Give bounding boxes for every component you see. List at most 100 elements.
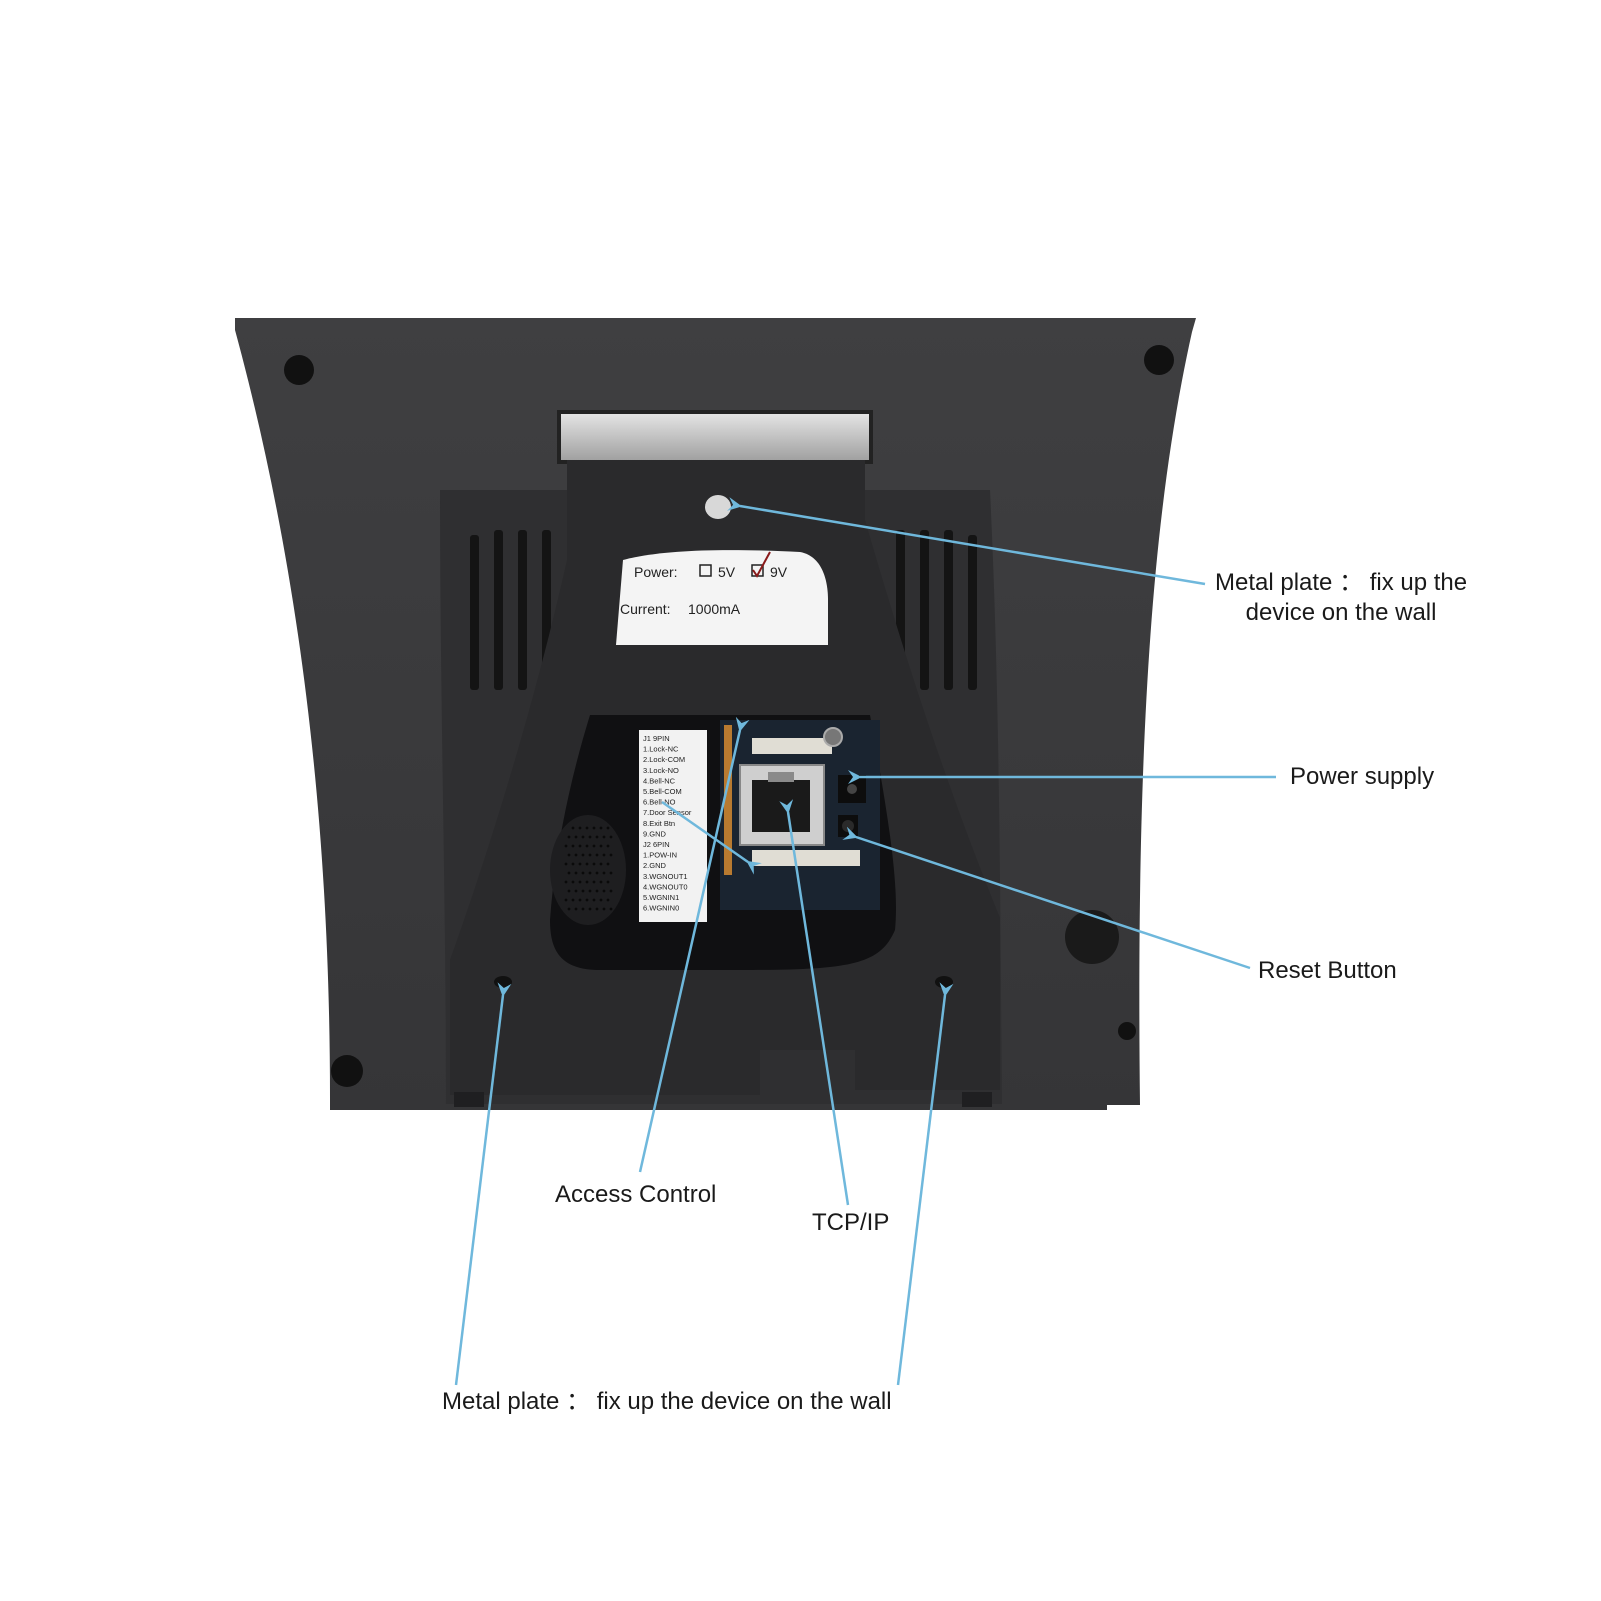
grille-dot <box>595 853 599 857</box>
grille-dot <box>599 826 603 830</box>
pin-label-line: 2.GND <box>643 861 667 870</box>
pin-label-line: 6.Bell-NO <box>643 798 676 807</box>
grille-dot <box>571 862 575 866</box>
callout-reset-button: Reset Button <box>1258 957 1397 984</box>
pin-label-line: 4.Bell-NC <box>643 776 676 785</box>
grille-dot <box>606 862 610 866</box>
grille-dot <box>567 889 571 893</box>
sticker-5v-label: 5V <box>718 564 736 580</box>
pin-label-line: 5.WGNIN1 <box>643 893 679 902</box>
grille-dot <box>588 835 592 839</box>
grille-dot <box>588 889 592 893</box>
callout-tcp-ip: TCP/IP <box>812 1209 890 1236</box>
screw-hole-bottom-left <box>331 1055 363 1087</box>
grille-dot <box>592 880 596 884</box>
grille-dot <box>581 907 585 911</box>
grille-dot <box>571 826 575 830</box>
pin-label-line: 1.POW-IN <box>643 851 677 860</box>
grille-dot <box>574 871 578 875</box>
grille-dot <box>578 898 582 902</box>
grille-dot <box>595 871 599 875</box>
grille-dot <box>564 898 568 902</box>
grille-dot <box>599 844 603 848</box>
pin-label-line: 9.GND <box>643 829 667 838</box>
bracket-hole-bottom-right <box>935 976 953 988</box>
grille-dot <box>571 844 575 848</box>
grille-dot <box>574 835 578 839</box>
power-sticker <box>616 550 828 645</box>
grille-dot <box>595 889 599 893</box>
grille-dot <box>592 844 596 848</box>
grille-dot <box>578 826 582 830</box>
grille-dot <box>567 835 571 839</box>
grille-dot <box>606 898 610 902</box>
grille-dot <box>592 826 596 830</box>
pin-label-line: 4.WGNOUT0 <box>643 882 688 891</box>
grille-dot <box>609 907 613 911</box>
grille-dot <box>578 880 582 884</box>
grille-dot <box>578 862 582 866</box>
grille-dot <box>588 853 592 857</box>
bracket-foot-left <box>454 1092 484 1107</box>
power-jack-pin <box>847 784 857 794</box>
access-connector-top <box>752 738 832 754</box>
grille-dot <box>574 853 578 857</box>
screw-holes <box>284 345 1174 1087</box>
grille-dot <box>609 889 613 893</box>
checkbox-5v <box>699 564 712 577</box>
grille-dot <box>564 862 568 866</box>
grille-dot <box>602 889 606 893</box>
leader-access-1 <box>638 716 750 1173</box>
bracket-hole-bottom-left <box>494 976 512 988</box>
capacitor <box>823 727 843 747</box>
access-connector-bottom <box>752 850 860 866</box>
rj45-latch <box>768 772 794 782</box>
side-hole-right <box>1065 910 1119 964</box>
grille-dot <box>585 880 589 884</box>
rj45-socket <box>752 780 810 832</box>
grille-dot <box>581 871 585 875</box>
grille-dot <box>599 862 603 866</box>
screw-hole-top-right <box>1144 345 1174 375</box>
grille-dot <box>585 826 589 830</box>
grille-dot <box>585 844 589 848</box>
checkmark-9v <box>752 551 771 578</box>
pin-label-line: 6.WGNIN0 <box>643 904 679 913</box>
screw-hole-top-left <box>284 355 314 385</box>
leader-access-2 <box>661 800 762 875</box>
bracket-hole-top <box>705 495 731 519</box>
grille-dot <box>609 835 613 839</box>
grille-dot <box>567 907 571 911</box>
grille-dot <box>588 907 592 911</box>
grille-dot <box>581 835 585 839</box>
leader-tcp <box>779 799 850 1206</box>
callout-power-supply: Power supply <box>1290 763 1435 790</box>
grille-dot <box>599 880 603 884</box>
grille-dot <box>592 898 596 902</box>
sticker-current-label: Current: <box>620 601 671 617</box>
callout-metal-plate-top: Metal plate ： fix up the device on the w… <box>1215 568 1467 628</box>
pin-label-line: 2.Lock-COM <box>643 755 685 764</box>
pin-label-line: 1.Lock-NC <box>643 745 679 754</box>
speaker-grille <box>550 815 626 925</box>
sticker-current-value: 1000mA <box>688 601 741 617</box>
reset-button-cap <box>842 820 854 832</box>
pin-label-line: 8.Exit Btn <box>643 819 675 828</box>
pcb-strip <box>724 725 732 875</box>
callout-metal-plate-top-line1: Metal plate ： fix up the <box>1215 569 1468 596</box>
grille-dot <box>602 907 606 911</box>
grille-dot <box>567 853 571 857</box>
grille-dot <box>602 871 606 875</box>
grille-dot <box>578 844 582 848</box>
metal-plate-top-tab <box>557 410 873 464</box>
leader-reset <box>842 826 1251 970</box>
pin-label-line: 7.Door Sensor <box>643 808 692 817</box>
grille-dot <box>602 853 606 857</box>
grille-dot <box>564 844 568 848</box>
callout-access-control: Access Control <box>555 1181 717 1208</box>
grille-dot <box>609 853 613 857</box>
sticker-9v-label: 9V <box>770 564 788 580</box>
grille-dot <box>571 880 575 884</box>
grille-dot <box>606 826 610 830</box>
pin-label-text: J1 9PIN1.Lock-NC2.Lock-COM3.Lock-NO4.Bel… <box>643 734 692 913</box>
